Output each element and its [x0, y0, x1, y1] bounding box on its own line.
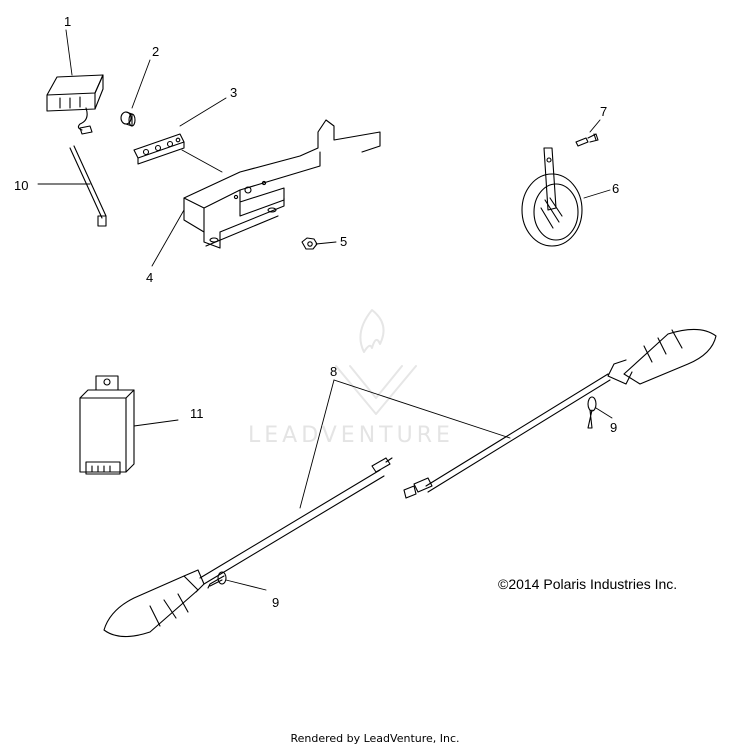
watermark-logo-icon [335, 309, 417, 415]
callout-3[interactable]: 3 [230, 85, 237, 100]
watermark-text: LEADVENTURE [248, 423, 454, 448]
callout-1[interactable]: 1 [64, 14, 71, 29]
rendered-by-footer: Rendered by LeadVenture, Inc. [290, 732, 460, 745]
callout-labels: 1 2 3 4 5 6 7 8 9 9 10 11 [14, 14, 619, 610]
part-8-turn-signal-right[interactable] [403, 328, 717, 499]
part-8-turn-signal-left[interactable] [103, 457, 393, 638]
part-2-bushing[interactable] [120, 111, 136, 127]
part-6-horn[interactable] [521, 147, 583, 247]
part-7-screw[interactable] [575, 133, 599, 147]
callout-2[interactable]: 2 [152, 44, 159, 59]
callout-11[interactable]: 11 [190, 406, 204, 421]
part-10-cable-tie[interactable] [69, 145, 107, 227]
callout-7[interactable]: 7 [600, 104, 607, 119]
callout-5[interactable]: 5 [340, 234, 347, 249]
callout-8[interactable]: 8 [330, 364, 337, 379]
part-1-relay[interactable] [46, 74, 104, 135]
copyright-notice: ©2014 Polaris Industries Inc. [498, 576, 678, 592]
part-5-nut[interactable] [301, 237, 318, 250]
callout-9-right[interactable]: 9 [610, 420, 617, 435]
part-9-screw-right[interactable] [587, 396, 597, 429]
callout-6[interactable]: 6 [612, 181, 619, 196]
callout-9-left[interactable]: 9 [272, 595, 279, 610]
leader-lines [37, 29, 613, 591]
part-9-screw-left[interactable] [207, 571, 227, 589]
callout-4[interactable]: 4 [146, 270, 153, 285]
part-4-bracket[interactable] [183, 119, 381, 249]
part-11-module[interactable] [79, 375, 135, 475]
callout-10[interactable]: 10 [14, 178, 28, 193]
part-3-plate[interactable] [133, 133, 185, 165]
